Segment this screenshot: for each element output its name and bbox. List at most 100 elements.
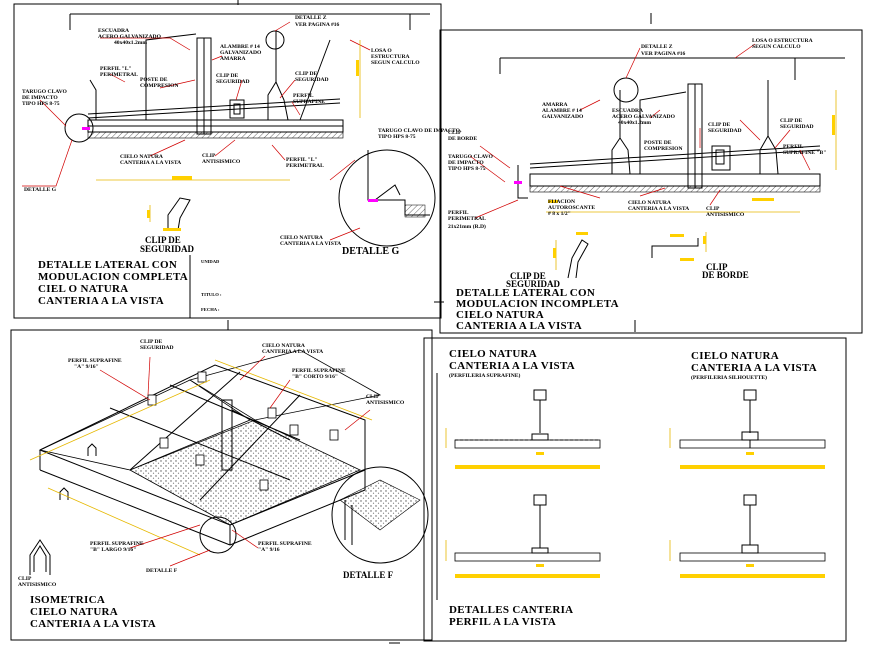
panel3-frame [10, 329, 433, 641]
p1-suprafine: SUPRAFINE [293, 99, 325, 105]
p2-perim-dim: 21x21mm (R.D) [448, 223, 486, 230]
p3-clip-anti: CLIP [366, 394, 380, 400]
p1-cielo-r: CIELO NATURA [280, 235, 323, 241]
p2-tipo: TIPO HPS 8-75 [448, 166, 486, 172]
p1-poste: POSTE DE [140, 77, 168, 83]
p1-perfil-supra: PERFIL [293, 93, 314, 99]
p2-fijacion: FIJACION [548, 199, 575, 205]
p2-alambre: ALAMBRE # 14 [542, 108, 582, 114]
p1-estructura: ESTRUCTURA [371, 54, 410, 60]
sheet-ticks [227, 0, 652, 644]
p2-fij-dim: # 8 x 1/2" [548, 211, 571, 217]
p3-title-2: CIELO NATURA [30, 606, 118, 618]
panel1-frame [13, 3, 442, 319]
canteria-detail-2 [669, 389, 826, 469]
p1-perimetral2: PERIMETRAL [286, 163, 324, 169]
p3-cielo: CIELO NATURA [262, 343, 305, 349]
p1-cielo: CIELO NATURA [120, 154, 163, 160]
p4-left-title-1: CIELO NATURA [449, 348, 537, 360]
panel-detalle-lateral-incompleta: DETALLE Z VER PAGINA #16 LOSA O ESTRUCTU… [439, 29, 863, 334]
p3-detalle-f-big: DETALLE F [343, 570, 394, 580]
p1-alambre: ALAMBRE # 14 [220, 44, 260, 50]
p3-perfil-b: PERFIL SUPRAFINE [292, 368, 346, 374]
p2-poste: POSTE DE [644, 140, 672, 146]
p2-losa: LOSA O ESTRUCTURA [752, 38, 813, 44]
p1-segun: SEGUN CALCULO [371, 60, 420, 66]
p1-verpagina: VER PAGINA #16 [295, 22, 340, 28]
p4-right-sub: (PERFILERIA SILHOUETTE) [691, 374, 767, 381]
p2-galvanizado: GALVANIZADO [542, 114, 584, 120]
p1-detalle-g: DETALLE G [24, 187, 57, 193]
p3-perfil-a3: PERFIL SUPRAFINE [258, 541, 312, 547]
p2-seguridad: SEGURIDAD [708, 128, 742, 134]
p1-acero: ACERO GALVANIZADO [98, 34, 162, 40]
p1-escuadra: ESCUADRA [98, 28, 129, 34]
p2-escuadra: ESCUADRA [612, 108, 643, 114]
p3-clip-seg: CLIP DE [140, 339, 162, 345]
detalle-f-callout [331, 466, 429, 564]
p2-seguridad2: SEGURIDAD [780, 124, 814, 130]
p2-acero: ACERO GALVANIZADO [612, 114, 676, 120]
p2-canteria: CANTERIA A LA VISTA [628, 206, 689, 212]
p4-right-title-1: CIELO NATURA [691, 350, 779, 362]
p3-clip-anti2: CLIP [18, 576, 32, 582]
p2-suprafine-b: SUPRAFINE "B" [783, 150, 826, 156]
p1-perimetral: PERIMETRAL [100, 72, 138, 78]
panel2-frame [439, 29, 863, 334]
canteria-detail-3 [445, 494, 601, 578]
p1-fecha: FECHA : [201, 307, 220, 312]
p4-bottom-title-1: DETALLES CANTERIA [449, 604, 573, 616]
p2-title-4: CANTERIA A LA VISTA [456, 320, 582, 332]
p2-clip-seg2: CLIP DE [780, 118, 802, 124]
p3-title-1: ISOMETRICA [30, 594, 105, 606]
p2-de-impacto: DE IMPACTO [448, 160, 484, 166]
p2-title-1: DETALLE LATERAL CON [456, 287, 595, 299]
p2-de-borde: DE BORDE [448, 136, 477, 142]
p3-detalle-f: DETALLE F [146, 568, 178, 574]
p1-unidad: UNIDAD [201, 259, 220, 264]
p2-verpagina: VER PAGINA #16 [641, 51, 686, 57]
p1-detalle-z: DETALLE Z [295, 15, 327, 21]
p2-title-3: CIELO NATURA [456, 309, 544, 321]
p1-perfil-l2: PERFIL "L" [286, 157, 318, 163]
p2-amarra: AMARRA [542, 102, 567, 108]
p2-cielo: CIELO NATURA [628, 200, 671, 206]
p2-clip-anti: CLIP [706, 206, 720, 212]
p3-perfil-bl2: "B" LARGO 9/16" [90, 547, 136, 553]
p1-tarugo: TARUGO CLAVO [22, 89, 68, 95]
p1-antisismico: ANTISISMICO [202, 159, 241, 165]
p2-tarugo: TARUGO CLAVO [448, 154, 494, 160]
p2-detalle-z: DETALLE Z [641, 44, 673, 50]
p1-title-3: CIEL O NATURA [38, 283, 129, 295]
p2-escuadra-dim: 40x40x1.2mm [618, 120, 651, 126]
p1-detalle-g-big: DETALLE G [342, 246, 400, 257]
p1-de-impacto: DE IMPACTO [22, 95, 58, 101]
p1-clip-seg: CLIP DE [216, 73, 238, 79]
p1-seguridad-r: SEGURIDAD [295, 77, 329, 83]
p3-canteria: CANTERIA A LA VISTA [262, 349, 323, 355]
p2-clip-seg-title: CLIP DE [510, 271, 546, 281]
p1-clip-seg-title2: SEGURIDAD [140, 244, 195, 254]
p3-seguridad: SEGURIDAD [140, 345, 174, 351]
detalle-g-callout [338, 149, 436, 247]
p3-title-3: CANTERIA A LA VISTA [30, 618, 156, 630]
p2-clip-seg-title2: SEGURIDAD [506, 279, 561, 289]
p2-perfil-per: PERFIL [448, 210, 469, 216]
p1-canteria-r: CANTERIA A LA VISTA [280, 241, 341, 247]
p2-autoroscante: AUTOROSCANTE [548, 205, 595, 211]
p1-clip-anti: CLIP [202, 153, 216, 159]
p3-perfil-bl: PERFIL SUPRAFINE [90, 541, 144, 547]
p2-antisismico: ANTISISMICO [706, 212, 745, 218]
p1-tipo: TIPO HPS 8-75 [22, 101, 60, 107]
p4-left-sub: (PERFILERIA SUPRAFINE) [449, 372, 520, 379]
p1-amarra: AMARRA [220, 56, 245, 62]
panel-detalle-lateral-completa: DETALLE Z VER PAGINA #16 ESCUADRA ACERO … [13, 3, 461, 319]
p1-canteria: CANTERIA A LA VISTA [120, 160, 181, 166]
p4-left-title-2: CANTERIA A LA VISTA [449, 360, 575, 372]
p2-title-2: MODULACION INCOMPLETA [456, 298, 619, 310]
p3-antisismico: ANTISISMICO [366, 400, 405, 406]
p1-galvanizado: GALVANIZADO [220, 50, 262, 56]
p4-right-title-2: CANTERIA A LA VISTA [691, 362, 817, 374]
p2-perfil-b: PERFIL [783, 144, 804, 150]
